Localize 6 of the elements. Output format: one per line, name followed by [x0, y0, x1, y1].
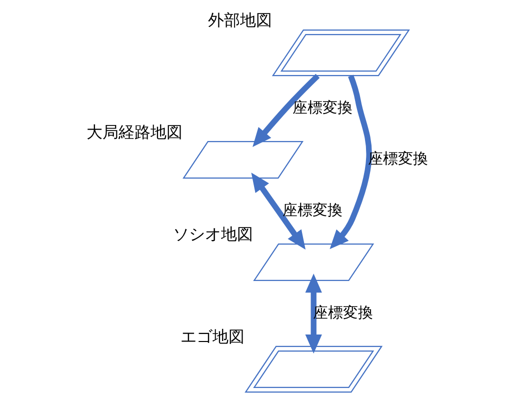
edge-label: 座標変換	[282, 202, 342, 219]
node-label: エゴ地図	[180, 327, 244, 346]
node-label: 大局経路地図	[86, 122, 182, 142]
node-label: 外部地図	[208, 10, 272, 30]
edge-label: 座標変換	[292, 99, 353, 116]
node-label: ソシオ地図	[173, 224, 254, 244]
